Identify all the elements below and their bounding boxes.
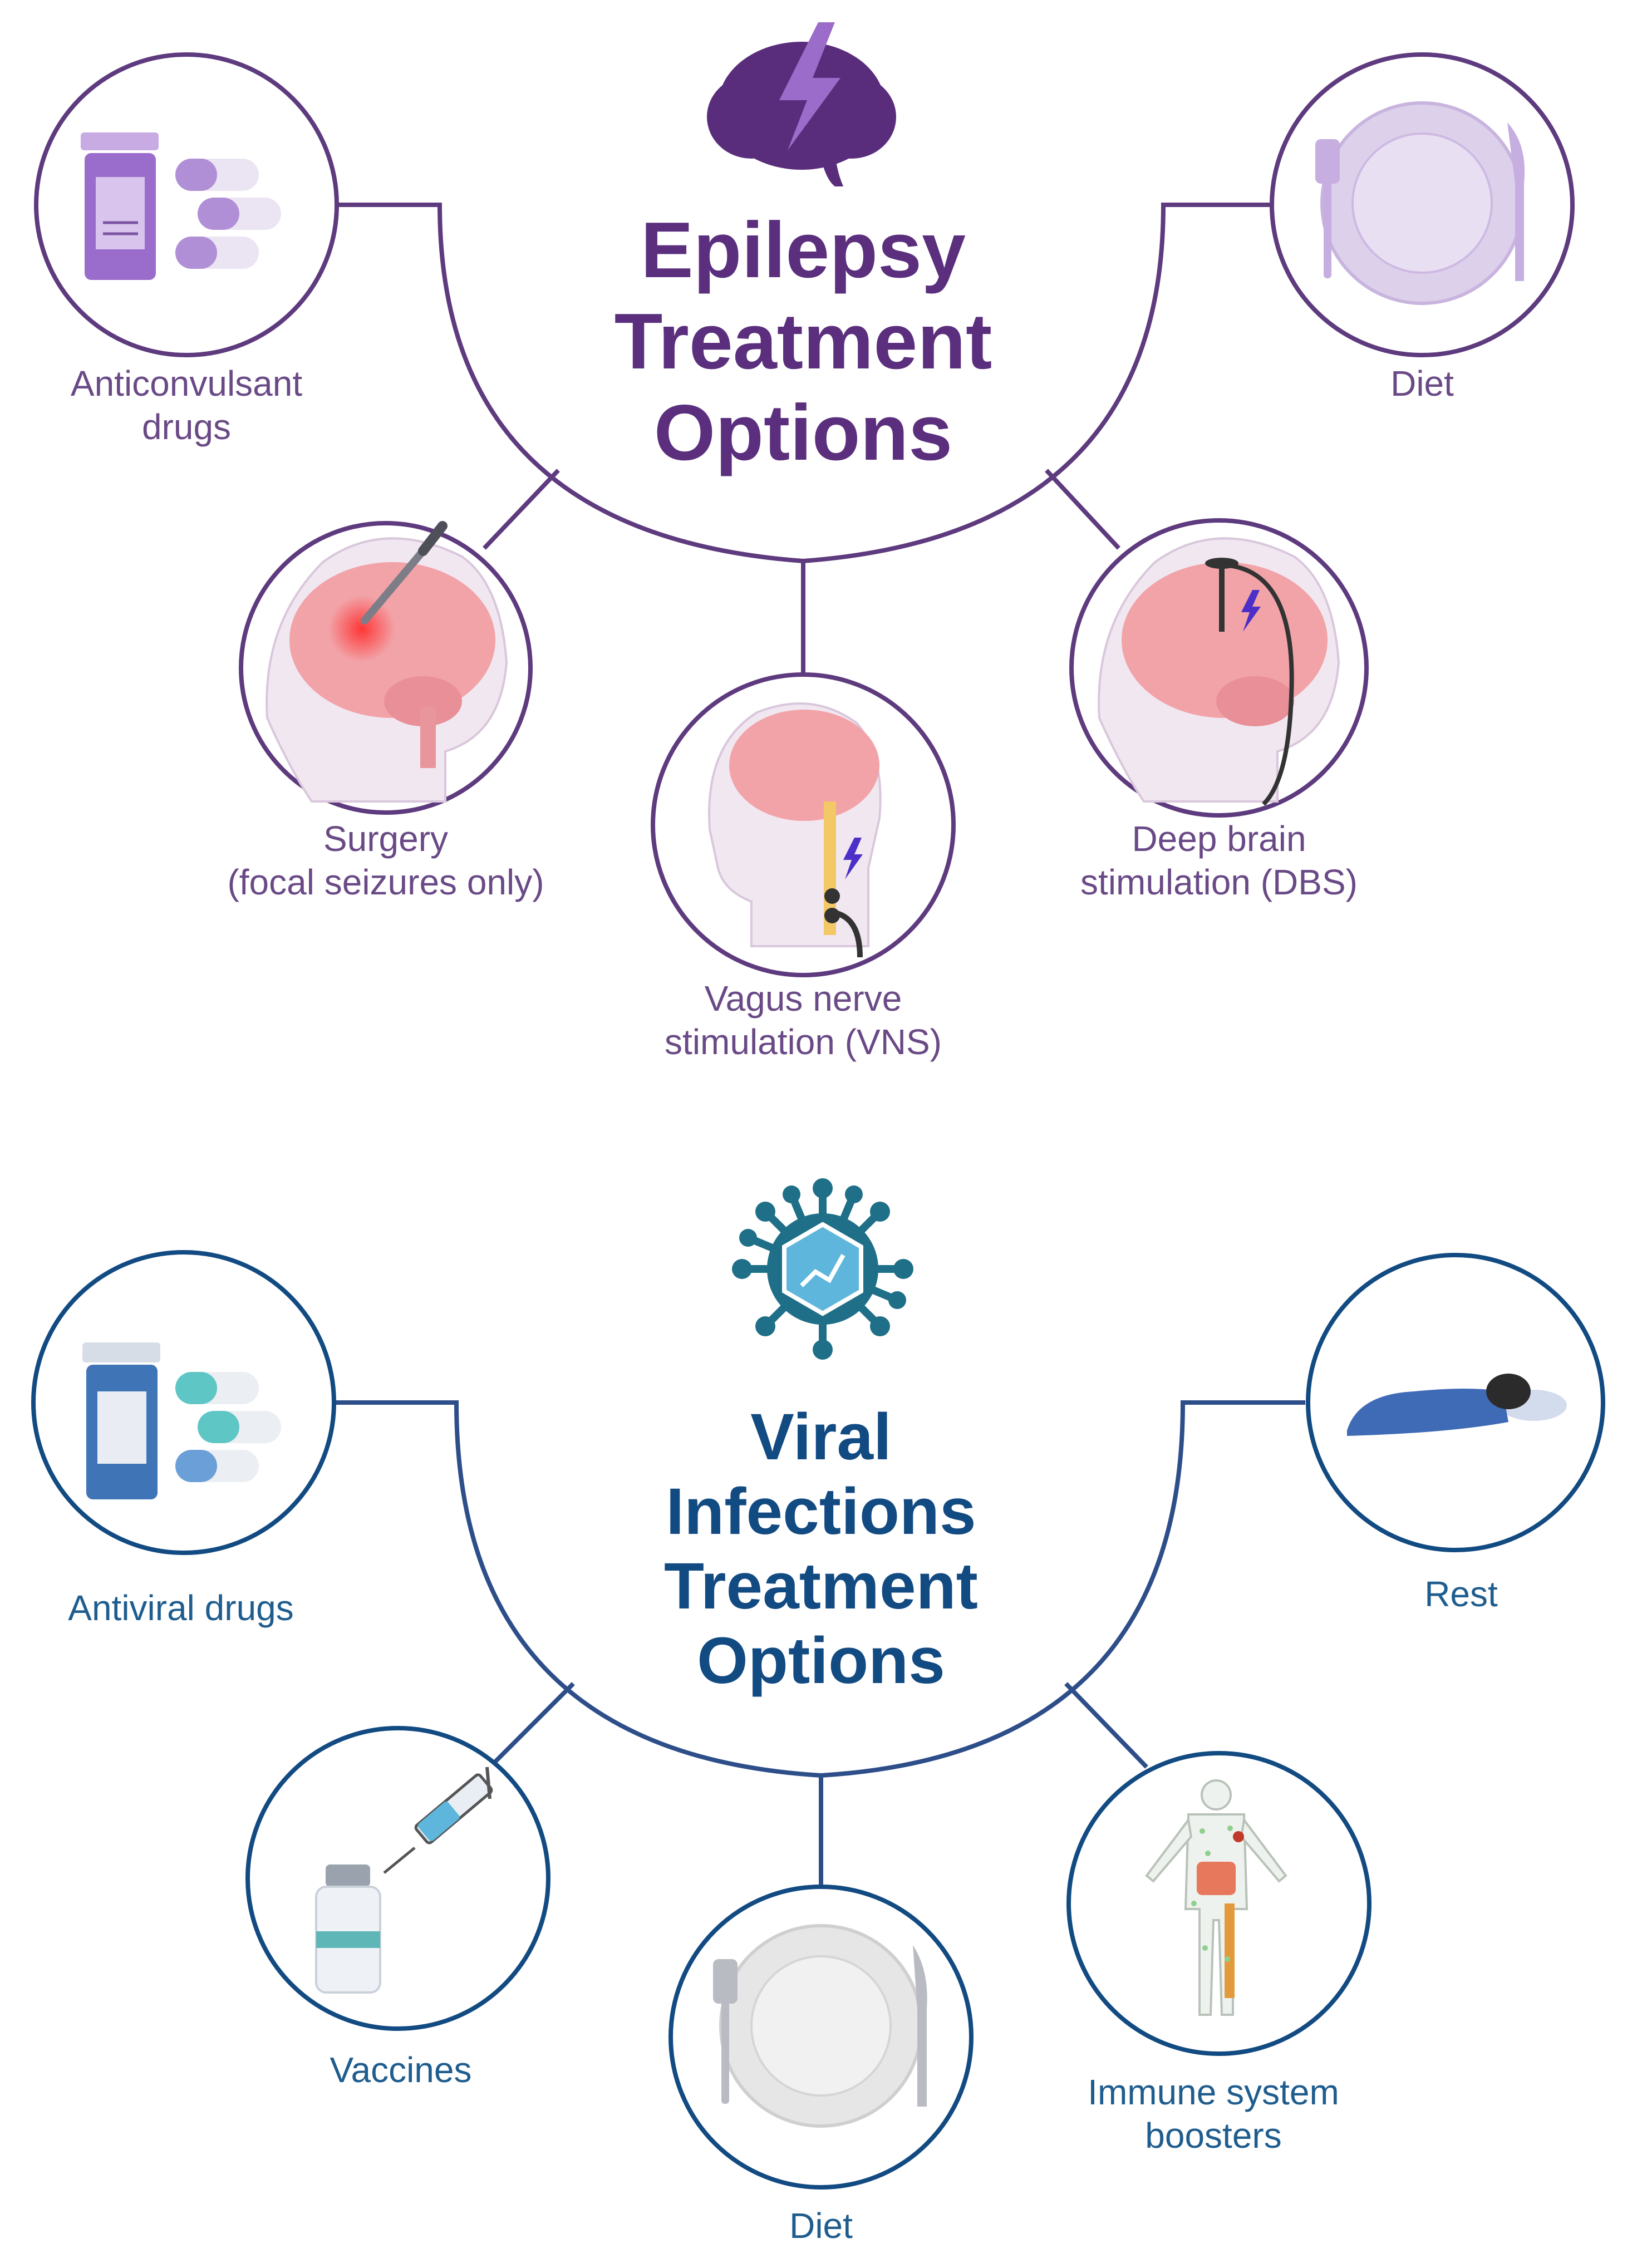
viral-diet-label: Diet — [789, 2206, 853, 2246]
antiviral-drugs-label: Antiviral drugs — [68, 1588, 294, 1628]
antiviral-drugs-node — [31, 1250, 336, 1555]
surgery-node — [239, 521, 533, 815]
head-deep-brain-electrode-icon — [1098, 537, 1340, 806]
human-body-immune-icon — [1145, 1779, 1287, 2016]
anticonvulsant-drugs-label: Anticonvulsant drugs — [70, 363, 303, 447]
vial-syringe-icon — [315, 1767, 493, 1994]
vaccines-node — [245, 1726, 550, 2031]
plate-fork-knife-icon — [1315, 101, 1525, 305]
epilepsy-diet-label: Diet — [1390, 363, 1454, 404]
epilepsy-connectors — [186, 203, 1280, 675]
epilepsy-title: Epilepsy Treatment Options — [614, 206, 992, 477]
viral-connectors — [184, 1400, 1305, 1892]
plate-fork-knife-icon — [713, 1924, 927, 2128]
surgery-label: Surgery (focal seizures only) — [227, 819, 544, 902]
anticonvulsant-drugs-node — [34, 52, 339, 357]
pill-bottle-capsules-icon — [82, 1342, 281, 1499]
connector-surgery — [483, 469, 560, 550]
rest-node — [1306, 1253, 1605, 1552]
dbs-node — [1069, 518, 1369, 818]
viral-diet-node — [668, 1885, 974, 2190]
connector-immune — [1064, 1682, 1148, 1769]
dbs-label: Deep brain stimulation (DBS) — [1080, 819, 1358, 902]
brain-lightning-icon — [707, 22, 896, 186]
immune-boosters-label: Immune system boosters — [1088, 2072, 1339, 2156]
immune-boosters-node — [1066, 1751, 1371, 2056]
pill-bottle-capsules-icon — [81, 132, 281, 280]
brain-scalpel-icon — [266, 521, 508, 803]
vns-node — [651, 672, 956, 977]
virus-icon — [732, 1178, 913, 1360]
viral-title: Viral Infections Treatment Options — [664, 1400, 978, 1698]
connector-vaccines — [491, 1682, 575, 1766]
vns-label: Vagus nerve stimulation (VNS) — [665, 978, 942, 1062]
epilepsy-diet-node — [1270, 52, 1575, 357]
rest-label: Rest — [1424, 1574, 1498, 1614]
head-vagus-stimulator-icon — [708, 702, 882, 958]
connector-dbs — [1045, 469, 1120, 550]
sleeping-person-icon — [1347, 1374, 1567, 1436]
vaccines-label: Vaccines — [330, 2050, 472, 2090]
